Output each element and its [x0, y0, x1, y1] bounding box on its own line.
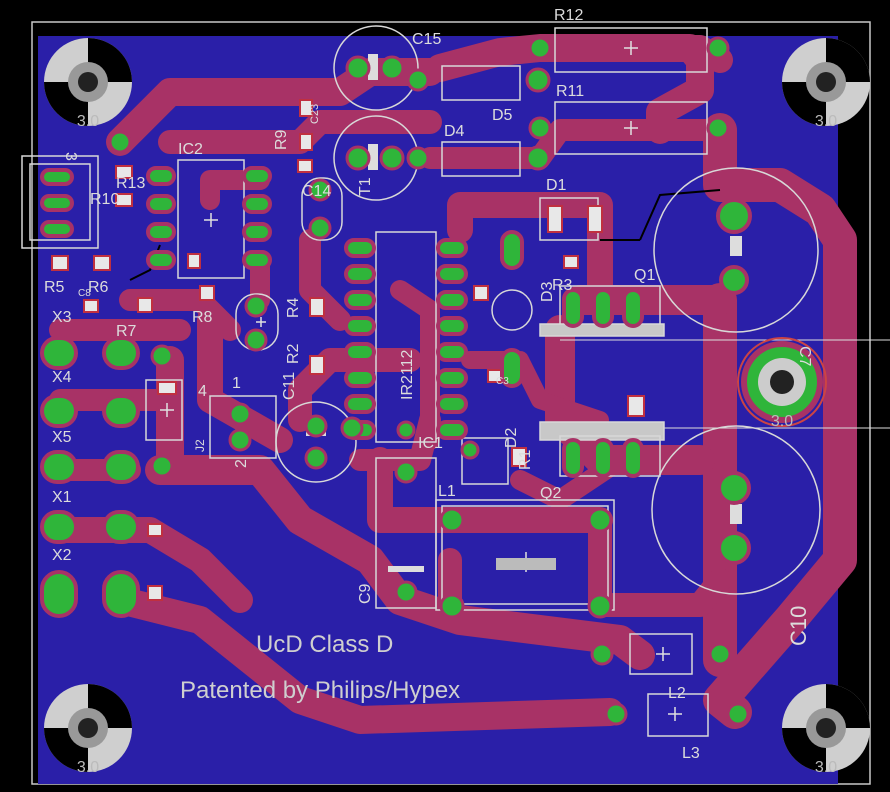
- label-C11: C11: [281, 372, 298, 400]
- label-T1: T1: [357, 177, 374, 196]
- label-IR2112: IR2112: [399, 349, 416, 400]
- label-R1: R1: [517, 449, 534, 470]
- hole-label: 3.0: [771, 413, 793, 430]
- label-Q1: Q1: [634, 267, 655, 284]
- label-R5: R5: [44, 279, 65, 296]
- hole-label: 3.0: [815, 113, 837, 130]
- large-pads: [716, 198, 752, 565]
- hole-label: 3.0: [77, 759, 99, 776]
- label-R8: R8: [192, 309, 213, 326]
- label-R4: R4: [285, 297, 302, 318]
- label-D1: D1: [546, 177, 567, 194]
- label-C9: C9: [357, 583, 374, 604]
- round-pads: [108, 36, 750, 726]
- label-R12: R12: [554, 7, 583, 24]
- label-L2: L2: [668, 685, 686, 702]
- label-Q2: Q2: [540, 485, 561, 502]
- hole-center-right: 3.0: [560, 337, 890, 430]
- hole-label: 3.0: [77, 113, 99, 130]
- tht-pads: [40, 166, 644, 618]
- label-D4: D4: [444, 123, 465, 140]
- label-R13: R13: [116, 175, 145, 192]
- label-X4: X4: [52, 369, 72, 386]
- label-R10: R10: [90, 191, 119, 208]
- board-subtitle: Patented by Philips/Hypex: [180, 677, 460, 704]
- board-title: UcD Class D: [256, 631, 393, 658]
- label-C8: C8: [78, 288, 91, 299]
- label-R11: R11: [556, 83, 584, 100]
- label-pin2: 2: [233, 459, 250, 468]
- hole-top-left: 3.0: [44, 38, 132, 130]
- label-D2: D2: [503, 427, 520, 448]
- label-R9: R9: [273, 129, 290, 150]
- smd-pads: [51, 99, 645, 601]
- label-R7: R7: [116, 323, 137, 340]
- hole-bottom-left: 3.0: [44, 684, 132, 776]
- label-L1: L1: [438, 483, 456, 500]
- hole-label: 3.0: [815, 759, 837, 776]
- label-J2: J2: [193, 439, 207, 452]
- label-C14: C14: [302, 183, 331, 200]
- hole-top-right: 3.0: [782, 38, 870, 130]
- label-L3: L3: [682, 745, 700, 762]
- label-R3: R3: [552, 277, 573, 294]
- label-X3: X3: [52, 309, 72, 326]
- mount-holes: 3.0 3.0 3.0 3.0: [44, 38, 890, 776]
- hole-bottom-right: 3.0: [782, 684, 870, 776]
- label-R6: R6: [88, 279, 109, 296]
- label-X1: X1: [52, 489, 72, 506]
- label-IC2: IC2: [178, 141, 203, 158]
- label-C23: C23: [309, 104, 321, 124]
- label-X2: X2: [52, 547, 72, 564]
- label-R2: R2: [285, 343, 302, 364]
- label-pin1: 1: [232, 375, 241, 392]
- label-C3: C3: [496, 376, 509, 387]
- label-IC1: IC1: [418, 435, 443, 452]
- label-pin4: 4: [198, 383, 207, 400]
- label-C10: C10: [786, 606, 811, 646]
- label-C15: C15: [412, 31, 441, 48]
- silk-labels: C15 R12 R11 D5 D4 C23 R9 T1 C14 IC2 R13 …: [44, 7, 813, 762]
- label-D5: D5: [492, 107, 513, 124]
- label-C7: C7: [796, 346, 813, 367]
- label-conn3: 3: [62, 152, 79, 161]
- label-X5: X5: [52, 429, 72, 446]
- label-D3: D3: [539, 281, 556, 302]
